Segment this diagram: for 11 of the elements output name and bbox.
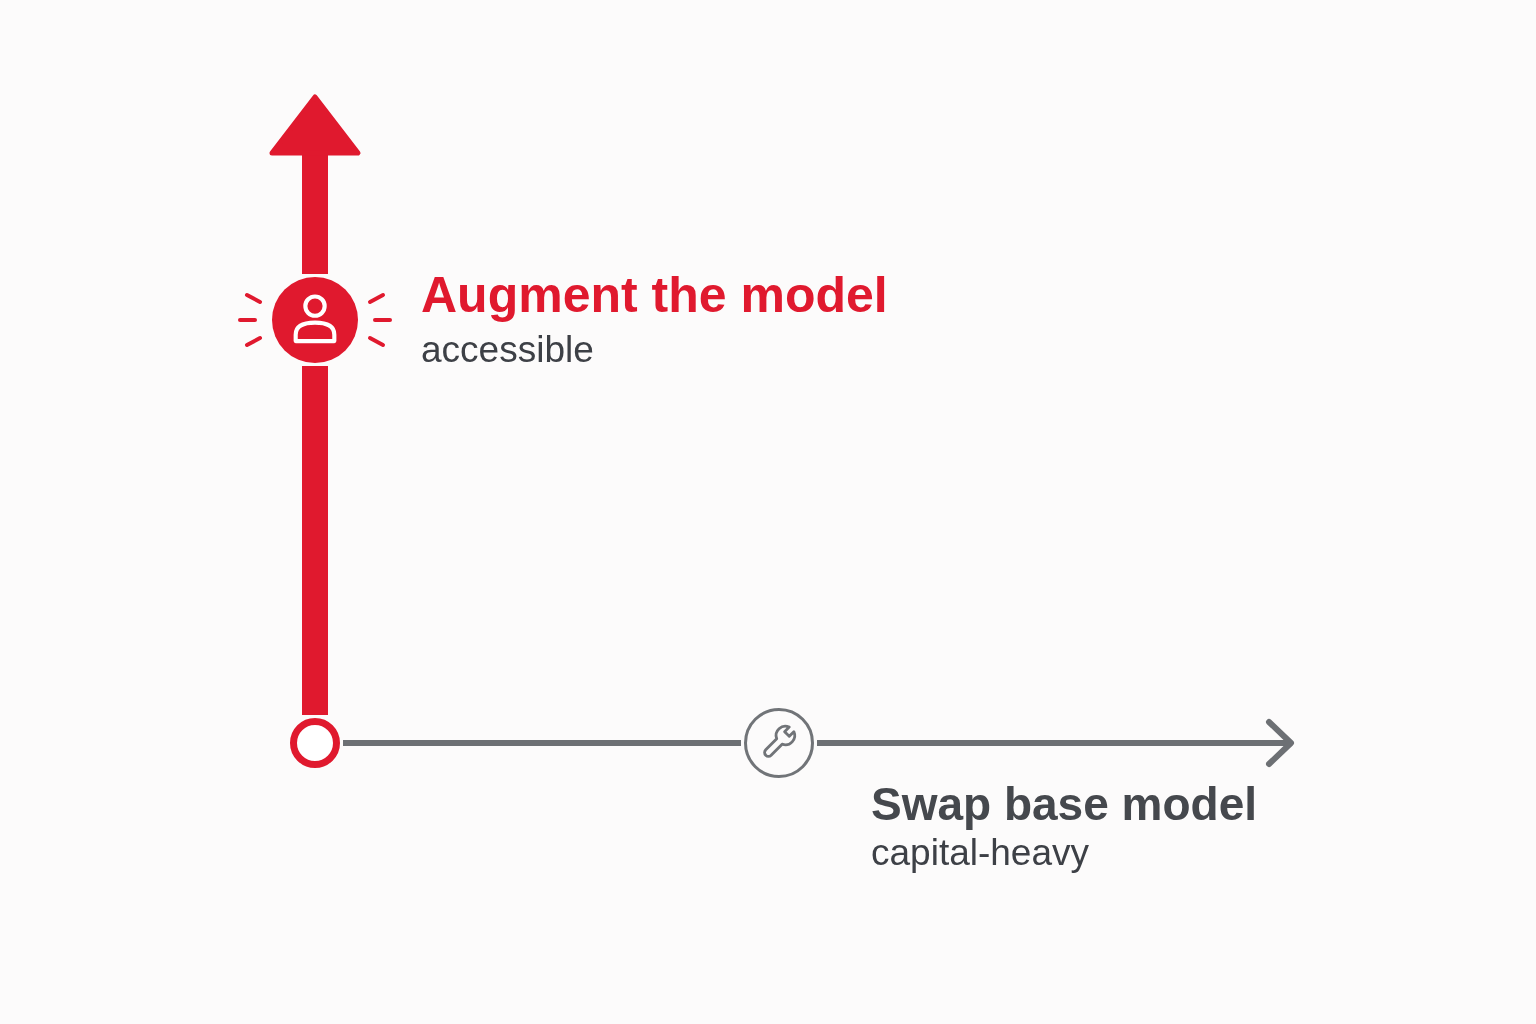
milestone-note: capital-heavy — [871, 832, 1089, 875]
milestone-circle — [744, 708, 814, 778]
milestone-title: Augment the model — [421, 267, 888, 325]
connector-line — [302, 366, 328, 715]
arrow — [817, 719, 1294, 767]
arrow — [269, 94, 361, 274]
connector-line — [343, 740, 741, 746]
milestone-note: accessible — [421, 329, 594, 372]
milestone-title: Swap base model — [871, 778, 1257, 831]
milestone-circle — [272, 277, 358, 363]
origin-circle — [290, 718, 340, 768]
